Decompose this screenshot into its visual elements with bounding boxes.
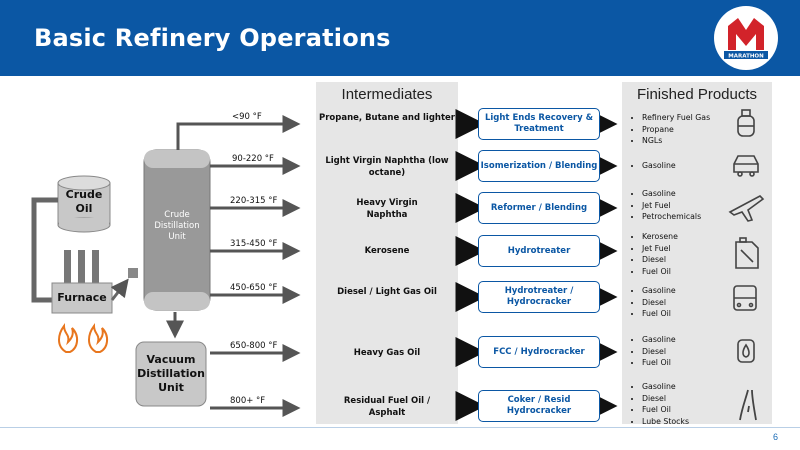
side-draw-arrows bbox=[210, 157, 301, 417]
products-row1: Refinery Fuel GasPropaneNGLs bbox=[632, 112, 710, 147]
page-number: 6 bbox=[772, 432, 778, 442]
products-row3: GasolineJet FuelPetrochemicals bbox=[632, 188, 701, 223]
product-item: Lube Stocks bbox=[642, 416, 689, 428]
intermediate-row3: Heavy Virgin Naphtha bbox=[356, 198, 418, 220]
marathon-logo-icon: MARATHON bbox=[724, 18, 768, 60]
road-icon bbox=[739, 389, 757, 421]
product-item: Propane bbox=[642, 124, 710, 136]
products-row4: KeroseneJet FuelDieselFuel Oil bbox=[632, 231, 678, 277]
intermediate-row5: Diesel / Light Gas Oil bbox=[337, 287, 437, 297]
intermediate-row1: Propane, Butane and lighter bbox=[318, 113, 455, 123]
product-item: Refinery Fuel Gas bbox=[642, 112, 710, 124]
product-item: NGLs bbox=[642, 135, 710, 147]
airplane-icon bbox=[728, 195, 765, 222]
temp-label-row7: 800+ °F bbox=[230, 396, 266, 406]
product-item: Gasoline bbox=[642, 381, 689, 393]
propane-tank-icon bbox=[737, 109, 755, 137]
crude-distillation-column bbox=[143, 149, 211, 311]
jerrycan-icon bbox=[735, 237, 759, 269]
product-item: Diesel bbox=[642, 297, 676, 309]
finished-products-panel bbox=[622, 82, 772, 424]
intermediate-row4: Kerosene bbox=[364, 246, 410, 256]
product-item: Fuel Oil bbox=[642, 357, 676, 369]
products-row5: GasolineDieselFuel Oil bbox=[632, 285, 676, 320]
process-box-row4: Hydrotreater bbox=[478, 235, 600, 267]
product-item: Gasoline bbox=[642, 188, 701, 200]
product-item: Fuel Oil bbox=[642, 404, 689, 416]
crude-oil-tank bbox=[57, 175, 111, 233]
product-item: Diesel bbox=[642, 346, 676, 358]
intermediate-to-process-arrows bbox=[455, 109, 486, 421]
products-row6: GasolineDieselFuel Oil bbox=[632, 334, 676, 369]
product-item: Petrochemicals bbox=[642, 211, 701, 223]
products-row7: GasolineDieselFuel OilLube Stocks bbox=[632, 381, 689, 427]
process-box-row5: Hydrotreater / Hydrocracker bbox=[478, 281, 600, 313]
intermediates-header: Intermediates bbox=[341, 86, 433, 103]
process-to-product-arrows bbox=[587, 109, 618, 421]
car-icon bbox=[733, 155, 759, 177]
product-item: Fuel Oil bbox=[642, 266, 678, 278]
slide-title: Basic Refinery Operations bbox=[34, 24, 391, 52]
process-box-row2: Isomerization / Blending bbox=[478, 150, 600, 182]
product-item: Jet Fuel bbox=[642, 243, 678, 255]
logo-wordmark: MARATHON bbox=[728, 54, 764, 60]
footer-divider bbox=[0, 427, 800, 428]
process-box-row3: Reformer / Blending bbox=[478, 192, 600, 224]
marathon-logo: MARATHON bbox=[714, 6, 778, 70]
temp-label-row6: 650-800 °F bbox=[230, 341, 278, 351]
intermediate-row2: Light Virgin Naphtha (low octane) bbox=[325, 156, 449, 178]
temp-label-row5: 450-650 °F bbox=[230, 283, 278, 293]
product-item: Gasoline bbox=[642, 285, 676, 297]
flame-icon bbox=[58, 323, 108, 353]
product-item: Fuel Oil bbox=[642, 308, 676, 320]
temp-label-row3: 220-315 °F bbox=[230, 196, 278, 206]
finished-products-header: Finished Products bbox=[636, 86, 758, 103]
vacuum-distillation-unit bbox=[135, 341, 207, 407]
product-item: Jet Fuel bbox=[642, 200, 701, 212]
intermediate-row6: Heavy Gas Oil bbox=[353, 348, 421, 358]
process-box-row6: FCC / Hydrocracker bbox=[478, 336, 600, 368]
products-row2: Gasoline bbox=[632, 160, 676, 172]
intermediate-row7: Residual Fuel Oil / Asphalt bbox=[343, 396, 431, 418]
bus-icon bbox=[733, 285, 757, 311]
crude-oil-label: Crude Oil bbox=[65, 188, 103, 215]
crude-distillation-label: Crude Distillation Unit bbox=[154, 210, 200, 242]
product-item: Gasoline bbox=[642, 334, 676, 346]
temp-label-row1: <90 °F bbox=[232, 112, 262, 122]
furnace bbox=[51, 250, 113, 314]
vacuum-distillation-label: Vacuum Distillation Unit bbox=[137, 353, 205, 394]
temp-label-row4: 315-450 °F bbox=[230, 239, 278, 249]
fuel-drop-icon bbox=[737, 339, 755, 363]
furnace-label: Furnace bbox=[57, 291, 107, 304]
process-box-row7: Coker / Resid Hydrocracker bbox=[478, 390, 600, 422]
product-item: Gasoline bbox=[642, 160, 676, 172]
product-item: Diesel bbox=[642, 254, 678, 266]
temp-label-row2: 90-220 °F bbox=[232, 154, 274, 164]
product-item: Kerosene bbox=[642, 231, 678, 243]
slide-header bbox=[0, 0, 800, 76]
intermediates-panel bbox=[316, 82, 458, 424]
product-item: Diesel bbox=[642, 393, 689, 405]
process-box-row1: Light Ends Recovery & Treatment bbox=[478, 108, 600, 140]
